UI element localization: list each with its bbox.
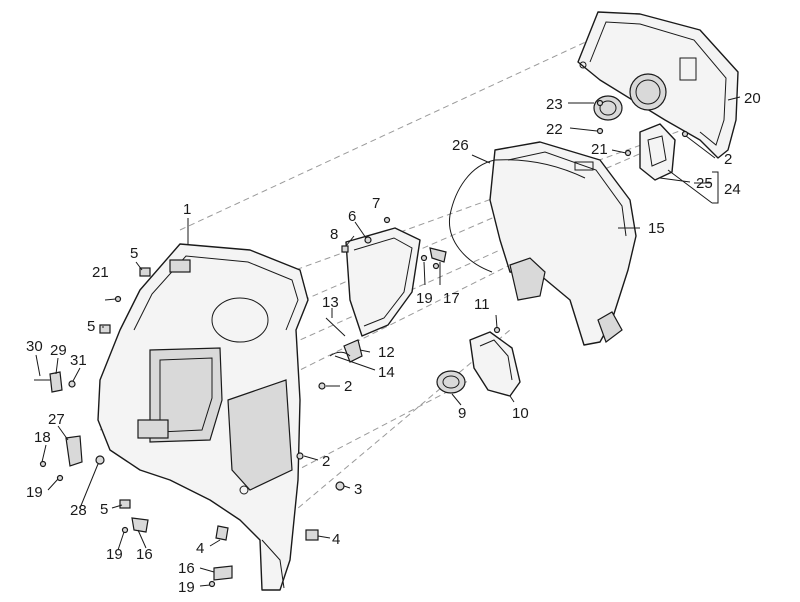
callout-27: 27 [48,411,65,428]
callout-25: 25 [696,175,713,192]
callout-21-top: 21 [591,141,608,158]
callout-30: 30 [26,338,43,355]
parts-12-13-14-hardware [325,317,363,363]
callout-22: 22 [546,121,563,138]
callout-4-right: 4 [332,531,340,548]
callout-19-bottom: 19 [178,579,195,596]
callout-5-top: 5 [130,245,138,262]
callout-29: 29 [50,342,67,359]
callout-1: 1 [183,201,191,218]
callout-2-top: 2 [724,151,732,168]
callout-14: 14 [378,364,395,381]
callout-9: 9 [458,405,466,422]
callout-6: 6 [348,208,356,225]
callout-12: 12 [378,344,395,361]
callout-labels: 1 20 23 22 21 2 26 25 24 15 7 6 8 5 21 1… [26,90,761,596]
callout-28: 28 [70,502,87,519]
part-10-duct [469,326,521,397]
callout-4-left: 4 [196,540,204,557]
part-24-latch [624,123,691,183]
callout-3: 3 [354,481,362,498]
callout-19-low: 19 [106,546,123,563]
part-17-bracket [420,247,447,270]
leader-lines [35,96,741,587]
left-hardware [34,267,345,588]
callout-13: 13 [322,294,339,311]
part-9-grommet [436,370,466,394]
part-22-ring [593,95,623,135]
callout-16-bottom: 16 [178,560,195,577]
callout-31: 31 [70,352,87,369]
callout-26: 26 [452,137,469,154]
callout-23: 23 [546,96,563,113]
callout-18: 18 [34,429,51,446]
part-6-cover [341,216,421,337]
callout-24: 24 [724,181,741,198]
callout-5-mid: 5 [87,318,95,335]
callout-2-low: 2 [322,453,330,470]
callout-7: 7 [372,195,380,212]
callout-20: 20 [744,90,761,107]
callout-15: 15 [648,220,665,237]
callout-11: 11 [474,296,490,313]
callout-2-mid: 2 [344,378,352,395]
callout-16-left: 16 [136,546,153,563]
part-1-leg-shield [97,243,309,591]
callout-19-mid: 19 [416,290,433,307]
callout-19-left: 19 [26,484,43,501]
part-26-seal [448,159,586,273]
callout-8: 8 [330,226,338,243]
part-15-inner-panel [489,141,637,346]
callout-10: 10 [512,405,529,422]
callout-21-left: 21 [92,264,109,281]
callout-17: 17 [443,290,460,307]
part-20-rear-shell [577,11,739,159]
callout-5-low: 5 [100,501,108,518]
